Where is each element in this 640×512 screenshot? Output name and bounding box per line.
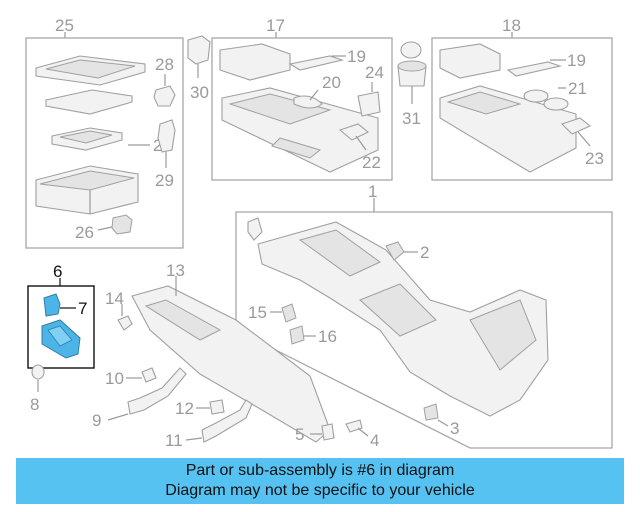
- callout-23: 23: [585, 149, 604, 168]
- callout-28: 28: [155, 55, 174, 74]
- info-banner: Part or sub-assembly is #6 in diagram Di…: [16, 458, 624, 504]
- bulb-30: [187, 35, 211, 65]
- group-1-console: 1 2 3 15 16: [235, 182, 613, 449]
- screw-14: [117, 315, 133, 331]
- strip-19a: [288, 55, 345, 71]
- banner-line-1: Part or sub-assembly is #6 in diagram: [185, 462, 455, 479]
- callout-13: 13: [166, 261, 185, 280]
- group-25-armrest: 25 26 27 28 29: [25, 16, 184, 249]
- cup-insert-21b: [543, 97, 569, 111]
- callout-15: 15: [248, 303, 267, 322]
- callout-14: 14: [105, 289, 124, 308]
- side-panel-group: 13 14 8 10 9 12 11 5 4: [30, 261, 379, 450]
- callout-31: 31: [402, 109, 421, 128]
- callout-25: 25: [55, 16, 74, 35]
- armrest-lid-pad-inner: [45, 59, 136, 79]
- striker-29: [157, 119, 176, 153]
- screw-4: [345, 419, 363, 433]
- callout-2: 2: [420, 243, 429, 262]
- strip-19b: [506, 61, 563, 77]
- callout-6: 6: [53, 262, 62, 281]
- group-1-frame: [235, 211, 613, 449]
- group-17-frame: [211, 37, 393, 181]
- group-25-frame: [25, 37, 184, 249]
- callout-1: 1: [368, 182, 377, 201]
- nut-12: [209, 399, 225, 415]
- group-6-frame: [27, 285, 95, 369]
- clip-7-highlighted: [43, 293, 61, 317]
- part-30-31: 30 31: [187, 35, 427, 128]
- bezel-18a: [439, 43, 501, 79]
- callout-4: 4: [370, 431, 379, 450]
- callout-19b: 19: [567, 51, 586, 70]
- callout-8: 8: [30, 395, 39, 414]
- callout-5: 5: [295, 425, 304, 444]
- clip-26: [111, 214, 133, 235]
- latch-28: [153, 85, 176, 107]
- nut-10: [141, 367, 157, 383]
- callout-24: 24: [365, 63, 384, 82]
- armrest-lid-panel: [45, 89, 133, 115]
- bracket-9: [127, 367, 187, 415]
- callout-17: 17: [266, 16, 285, 35]
- callout-9: 9: [92, 411, 101, 430]
- cup-ring-31: [400, 41, 422, 59]
- clip-3: [423, 403, 439, 421]
- callout-21: 21: [568, 79, 587, 98]
- callout-29: 29: [155, 171, 174, 190]
- callout-3: 3: [450, 419, 459, 438]
- callout-7: 7: [78, 299, 87, 318]
- group-18-cupholder-plate: 18 19 21 23: [431, 16, 613, 181]
- mat-23: [560, 117, 592, 135]
- callout-20: 20: [322, 73, 341, 92]
- insert-24: [357, 91, 381, 117]
- group-6-highlighted: 6 7: [27, 262, 95, 369]
- callout-18: 18: [502, 16, 521, 35]
- group-17-shifter-plate: 17 19 20 24 22: [211, 16, 393, 181]
- callout-10: 10: [105, 369, 124, 388]
- info-banner-background: [16, 458, 624, 504]
- seal-20: [293, 95, 323, 109]
- banner-line-2: Diagram may not be specific to your vehi…: [165, 482, 475, 499]
- clip-5: [321, 423, 335, 441]
- clip-15: [281, 303, 297, 323]
- mat-22: [338, 123, 370, 141]
- nut-8: [31, 364, 45, 380]
- screw-top: [247, 217, 263, 241]
- group-18-frame: [431, 37, 613, 181]
- callout-19a: 19: [347, 47, 366, 66]
- callout-11: 11: [165, 431, 183, 450]
- callout-26: 26: [75, 223, 94, 242]
- cup-insert-21a: [523, 89, 549, 103]
- callout-22: 22: [362, 153, 381, 172]
- callout-30: 30: [190, 83, 209, 102]
- bezel-17a: [219, 43, 291, 81]
- callout-12: 12: [175, 399, 194, 418]
- bracket-11: [201, 399, 253, 443]
- clip-16: [289, 325, 305, 345]
- callout-16: 16: [318, 327, 337, 346]
